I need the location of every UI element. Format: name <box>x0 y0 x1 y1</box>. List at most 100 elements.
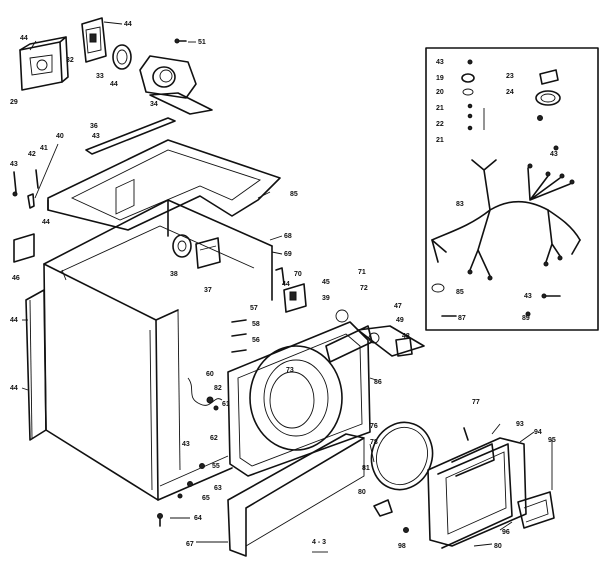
label-62: 62 <box>210 435 218 442</box>
label-60: 60 <box>206 371 214 378</box>
screw-43-left <box>12 171 18 197</box>
label-43: 43 <box>524 293 532 300</box>
top-panel-85 <box>47 139 281 231</box>
label-44: 44 <box>110 81 118 88</box>
label-37: 37 <box>204 287 212 294</box>
motor-37 <box>195 237 221 269</box>
label-44: 44 <box>10 317 18 324</box>
label-98: 98 <box>398 543 406 550</box>
label-43: 43 <box>10 161 18 168</box>
label-63: 63 <box>214 485 222 492</box>
front-frame-73 <box>227 309 373 477</box>
clip-70 <box>275 267 285 285</box>
label-29: 29 <box>10 99 18 106</box>
label-78: 78 <box>370 439 378 446</box>
label-43: 43 <box>436 59 444 66</box>
label-65: 65 <box>202 495 210 502</box>
label-49: 49 <box>396 317 404 324</box>
label-38: 38 <box>170 271 178 278</box>
small-parts-55-65 <box>157 463 205 527</box>
label-47: 47 <box>394 303 402 310</box>
label-87: 87 <box>458 315 466 322</box>
label-41: 41 <box>40 145 48 152</box>
label-32: 32 <box>66 57 74 64</box>
label-94: 94 <box>534 429 542 436</box>
label-24: 24 <box>506 89 514 96</box>
strip-36 <box>85 117 176 155</box>
label-42: 42 <box>28 151 36 158</box>
label-34: 34 <box>150 101 158 108</box>
grommet-33 <box>112 44 132 70</box>
label-70: 70 <box>294 271 302 278</box>
label-86: 86 <box>374 379 382 386</box>
label-48: 48 <box>402 333 410 340</box>
label-61: 61 <box>222 401 230 408</box>
label-40: 40 <box>56 133 64 140</box>
label-43: 43 <box>92 133 100 140</box>
label-36: 36 <box>90 123 98 130</box>
label-44: 44 <box>10 385 18 392</box>
label-57: 57 <box>250 305 258 312</box>
label-77: 77 <box>472 399 480 406</box>
label-95: 95 <box>548 437 556 444</box>
bracket-assembly-29 <box>19 36 69 91</box>
label-68: 68 <box>284 233 292 240</box>
leader-lines <box>21 21 553 547</box>
label-67: 67 <box>186 541 194 548</box>
bracket-40 <box>27 143 59 209</box>
harness-inset <box>425 47 599 331</box>
door-93-94 <box>427 437 527 549</box>
label-19: 19 <box>436 75 444 82</box>
label-85: 85 <box>456 289 464 296</box>
label-83: 83 <box>456 201 464 208</box>
label-72: 72 <box>360 285 368 292</box>
label-43: 43 <box>182 441 190 448</box>
label-46: 46 <box>12 275 20 282</box>
label-64: 64 <box>194 515 202 522</box>
duct-34 <box>139 55 213 115</box>
hinge-80 <box>373 499 409 533</box>
door-switch-47 <box>357 325 425 357</box>
label-85: 85 <box>290 191 298 198</box>
toe-panel-67 <box>227 433 365 557</box>
label-21: 21 <box>436 137 444 144</box>
label-22: 22 <box>436 121 444 128</box>
screw-51 <box>174 38 187 44</box>
label-96: 96 <box>502 529 510 536</box>
label-39: 39 <box>322 295 330 302</box>
label-20: 20 <box>436 89 444 96</box>
label-56: 56 <box>252 337 260 344</box>
label-80: 80 <box>494 543 502 550</box>
cabinet <box>25 178 273 501</box>
screw-77 <box>463 427 469 441</box>
figure-footer: 4 - 3 <box>312 539 326 546</box>
label-45: 45 <box>322 279 330 286</box>
harness-60-62 <box>187 377 223 411</box>
switch-49 <box>395 337 413 357</box>
label-71: 71 <box>358 269 366 276</box>
label-44: 44 <box>282 281 290 288</box>
label-81: 81 <box>362 465 370 472</box>
clip-41 <box>35 169 39 189</box>
label-69: 69 <box>284 251 292 258</box>
label-44: 44 <box>20 35 28 42</box>
label-73: 73 <box>286 367 294 374</box>
label-21: 21 <box>436 105 444 112</box>
door-seal-76 <box>370 421 434 491</box>
label-44: 44 <box>124 21 132 28</box>
handle-95 <box>517 491 555 529</box>
label-89: 89 <box>522 315 530 322</box>
label-93: 93 <box>516 421 524 428</box>
label-58: 58 <box>252 321 260 328</box>
callout-labels: 44 32 44 29 51 33 44 34 36 43 40 42 41 4… <box>10 21 558 553</box>
pulley-38 <box>172 234 192 258</box>
screws-57-58 <box>231 319 247 353</box>
bracket-45 <box>283 283 307 313</box>
label-76: 76 <box>370 423 378 430</box>
switch-plate-44 <box>81 17 107 63</box>
label-44: 44 <box>42 219 50 226</box>
label-43: 43 <box>550 151 558 158</box>
label-51: 51 <box>198 39 206 46</box>
label-80: 80 <box>358 489 366 496</box>
